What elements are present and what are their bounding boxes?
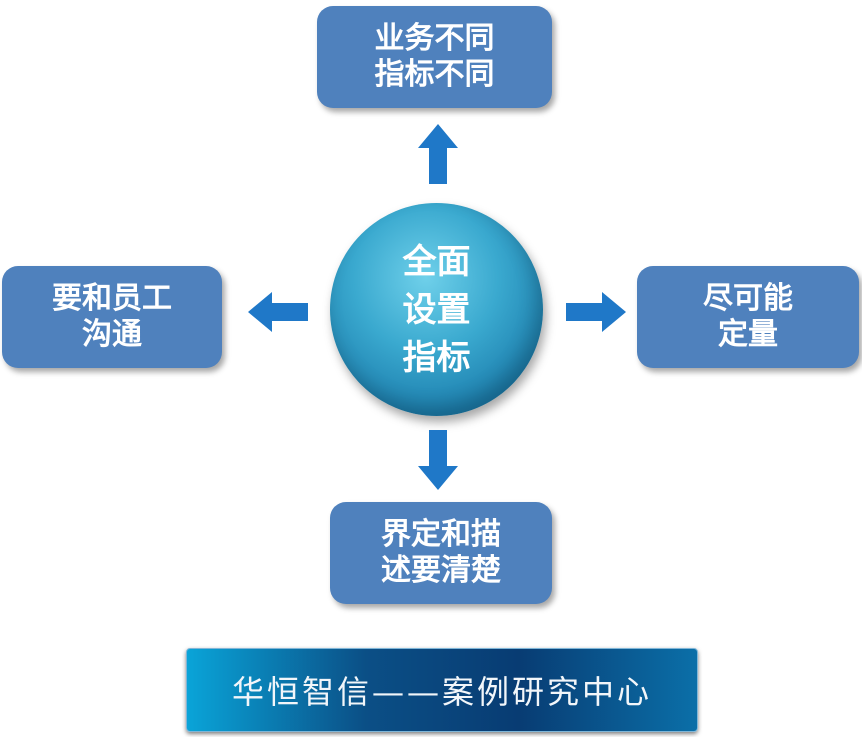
center-line-1: 全面	[402, 241, 471, 282]
right-node: 尽可能 定量	[637, 266, 859, 368]
banner-text: 华恒智信——案例研究中心	[231, 673, 652, 711]
arrow-left-icon	[248, 292, 308, 332]
bottom-node: 界定和描 述要清楚	[330, 502, 552, 604]
left-node: 要和员工 沟通	[2, 266, 222, 368]
top-node-line-1: 业务不同	[374, 21, 495, 56]
bottom-node-line-2: 述要清楚	[381, 553, 501, 588]
footer-banner: 华恒智信——案例研究中心	[186, 648, 698, 732]
arrow-down-icon	[418, 430, 458, 490]
top-node: 业务不同 指标不同	[317, 6, 552, 108]
arrow-up-icon	[418, 124, 458, 184]
right-node-line-1: 尽可能	[703, 281, 793, 316]
center-line-2: 设置	[402, 289, 471, 330]
left-node-line-2: 沟通	[82, 317, 142, 352]
center-line-3: 指标	[402, 337, 471, 378]
bottom-node-line-1: 界定和描	[381, 517, 501, 552]
right-node-line-2: 定量	[718, 317, 778, 352]
top-node-line-2: 指标不同	[374, 57, 495, 92]
left-node-line-1: 要和员工	[52, 281, 172, 316]
arrow-right-icon	[566, 292, 626, 332]
center-circle: 全面 设置 指标	[330, 203, 543, 416]
